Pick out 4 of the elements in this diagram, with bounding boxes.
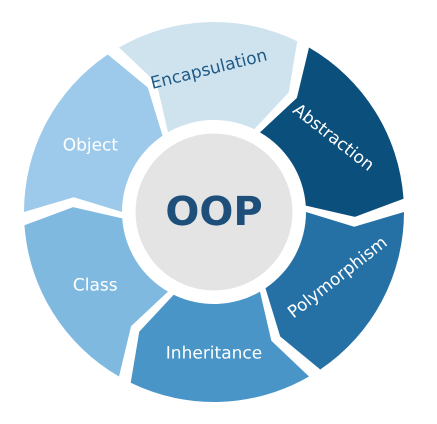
segment-label: Object <box>62 136 118 156</box>
segment-label: Inheritance <box>166 344 262 364</box>
segment-label: Class <box>72 276 118 296</box>
center-label: OOP <box>165 190 263 234</box>
